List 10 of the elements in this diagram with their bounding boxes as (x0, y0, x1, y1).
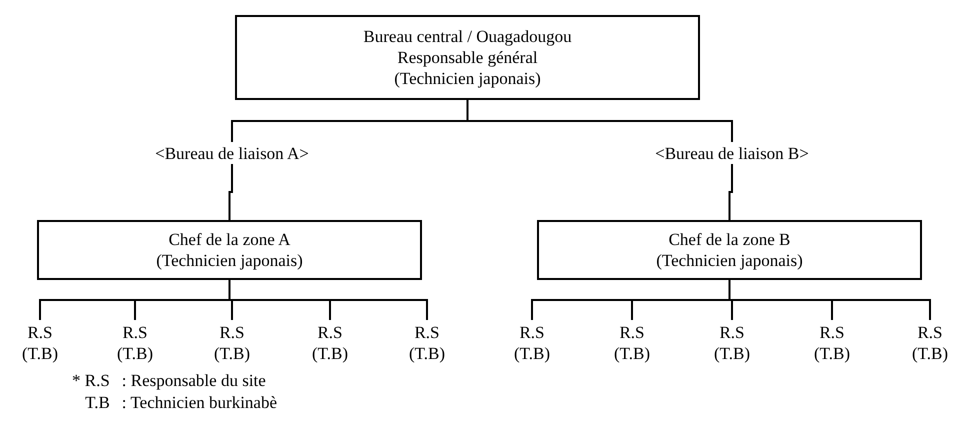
connector-line (466, 100, 733, 142)
legend-note: T.B (84, 392, 110, 414)
connector-line (228, 164, 233, 220)
legend-note: * R.S (72, 370, 110, 392)
org-box (235, 15, 700, 100)
org-box (537, 220, 922, 280)
legend-note: : Technicien burkinabè (122, 392, 278, 414)
legend-note: : Responsable du site (122, 370, 267, 392)
org-box (37, 220, 422, 280)
connector-line (728, 164, 733, 220)
